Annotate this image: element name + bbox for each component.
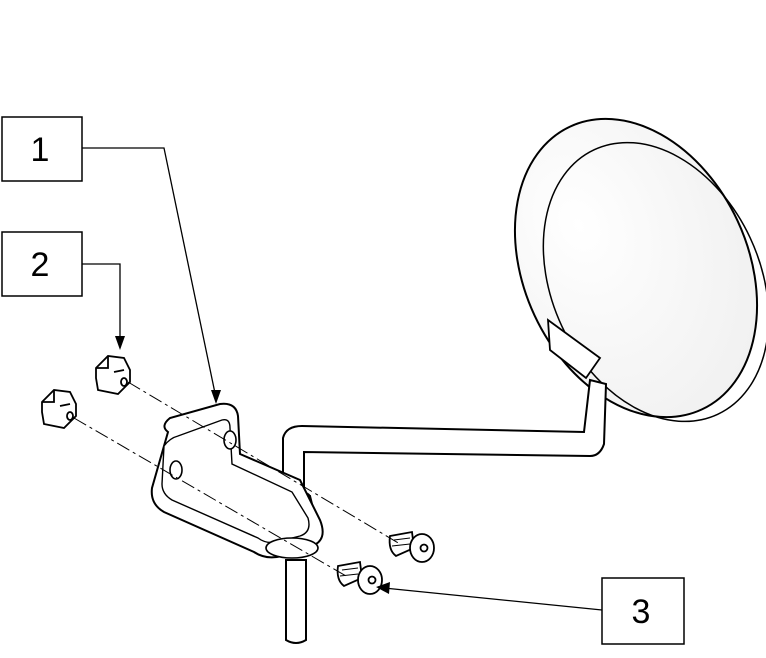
callout-box <box>1 116 83 182</box>
assembly-centerlines <box>73 381 401 577</box>
bent-rod <box>282 378 608 644</box>
leader-lines <box>82 147 603 611</box>
round-pad <box>513 117 766 423</box>
callout-label: 2 <box>31 246 50 284</box>
mounting-bracket <box>150 402 324 559</box>
screw-lower <box>336 560 383 595</box>
t-nut-upper <box>95 355 131 395</box>
callout-label: 1 <box>31 131 50 169</box>
callout-1: 1 <box>1 116 83 182</box>
t-nut-lower <box>41 389 77 429</box>
leader-arrowheads <box>115 336 390 594</box>
callout-3: 3 <box>601 577 685 645</box>
callout-label: 3 <box>632 593 651 631</box>
callout-2: 2 <box>1 231 83 297</box>
screw-upper <box>388 530 435 563</box>
callout-box <box>1 231 83 297</box>
callout-box <box>601 577 685 645</box>
